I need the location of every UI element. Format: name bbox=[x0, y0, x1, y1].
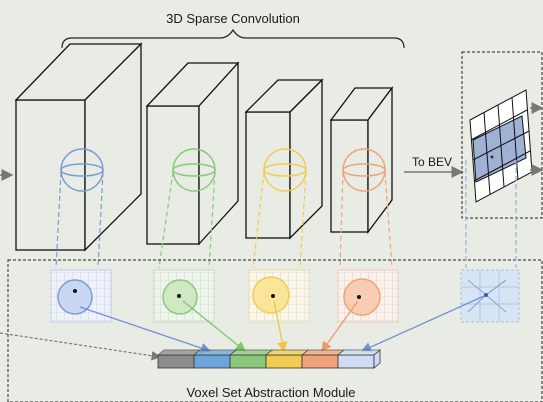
conv-block-2 bbox=[145, 61, 240, 246]
arrow-stage-2 bbox=[182, 300, 247, 352]
feature-segment bbox=[229, 354, 267, 369]
feature-segment-top bbox=[336, 349, 382, 356]
feature-segment-top bbox=[228, 349, 274, 356]
feature-segment bbox=[157, 354, 195, 369]
feature-segment-top bbox=[156, 349, 202, 356]
bev-box bbox=[461, 51, 543, 219]
arrow-stage-1 bbox=[79, 306, 212, 354]
arrow-stage-4 bbox=[321, 300, 359, 353]
conv-block-1 bbox=[14, 42, 143, 252]
feature-segment bbox=[193, 354, 231, 369]
feature-segment bbox=[265, 354, 303, 369]
to-bev-label: To BEV bbox=[412, 155, 452, 169]
feature-bar-side bbox=[373, 349, 381, 369]
feature-segment-top bbox=[300, 349, 346, 356]
title-brace bbox=[61, 28, 405, 49]
sphere-1 bbox=[60, 148, 104, 192]
title-label: 3D Sparse Convolution bbox=[166, 11, 300, 26]
arrow-stage-3 bbox=[273, 300, 288, 353]
feature-bar bbox=[156, 349, 382, 369]
feature-segment-top bbox=[192, 349, 238, 356]
sample-grid-3 bbox=[248, 269, 310, 323]
vsa-module-box bbox=[7, 259, 543, 402]
feature-segment-top bbox=[264, 349, 310, 356]
arrow-bev bbox=[360, 295, 485, 353]
feature-segment bbox=[301, 354, 339, 369]
sphere-4 bbox=[342, 148, 386, 192]
sample-grid-2 bbox=[153, 269, 215, 323]
feature-segment bbox=[337, 354, 375, 369]
sample-grid-4 bbox=[337, 269, 399, 323]
bev-grid bbox=[469, 89, 533, 203]
sphere-2 bbox=[172, 148, 216, 192]
sample-grid-bev bbox=[460, 269, 520, 323]
raw-point-arrow bbox=[0, 332, 162, 361]
sample-grid-1 bbox=[50, 269, 112, 323]
sphere-3 bbox=[263, 148, 307, 192]
module-label: Voxel Set Abstraction Module bbox=[186, 385, 355, 400]
conv-block-3 bbox=[244, 78, 324, 240]
projection-lines bbox=[55, 171, 393, 269]
bev-center-dot bbox=[490, 155, 494, 159]
